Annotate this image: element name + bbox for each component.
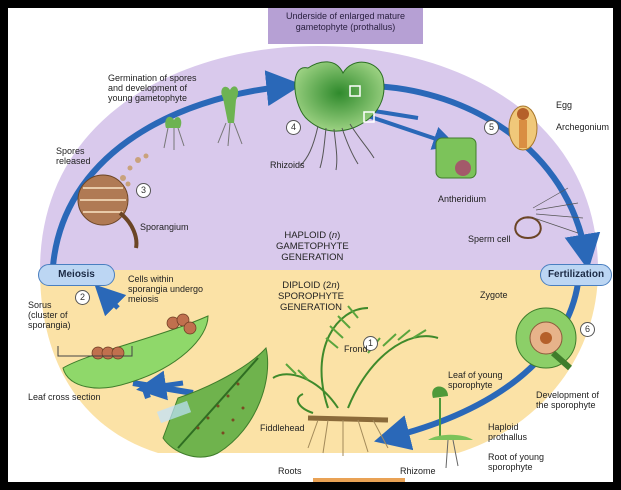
roots-label: Roots: [278, 466, 302, 476]
frond-label: Frond: [344, 344, 368, 354]
antheridium-label: Antheridium: [438, 194, 486, 204]
archegonium-label: Archegonium: [556, 122, 609, 132]
diploid-generation-label: DIPLOID (2n) SPOROPHYTE GENERATION: [278, 280, 344, 313]
fertilization-pill: Fertilization: [540, 264, 612, 286]
fiddlehead-label: Fiddlehead: [260, 423, 305, 433]
bottom-box: [313, 478, 405, 482]
title-line-2: gametophyte (prothallus): [268, 22, 423, 33]
haploid-generation-label: HAPLOID (n) GAMETOPHYTE GENERATION: [276, 230, 349, 263]
sporangium-label: Sporangium: [140, 222, 189, 232]
leaf-cross-section-label: Leaf cross section: [28, 392, 101, 402]
rhizome-label: Rhizome: [400, 466, 436, 476]
step-5: 5: [484, 120, 499, 135]
title-box: Underside of enlarged mature gametophyte…: [268, 8, 423, 44]
egg-label: Egg: [556, 100, 572, 110]
step-6: 6: [580, 322, 595, 337]
step-4: 4: [286, 120, 301, 135]
fern-life-cycle-diagram: Underside of enlarged mature gametophyte…: [8, 8, 613, 482]
step-3: 3: [136, 183, 151, 198]
step-2: 2: [75, 290, 90, 305]
zygote-label: Zygote: [480, 290, 508, 300]
sperm-cell-label: Sperm cell: [468, 234, 511, 244]
meiosis-pill: Meiosis: [38, 264, 115, 286]
title-line-1: Underside of enlarged mature: [268, 11, 423, 22]
rhizoids-label: Rhizoids: [270, 160, 305, 170]
